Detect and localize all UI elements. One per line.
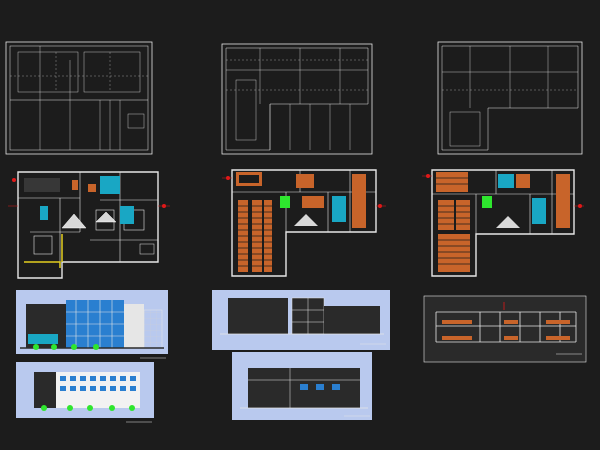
front-elevation (16, 290, 168, 359)
side-elevation-2 (232, 352, 372, 420)
site-plan-2 (221, 43, 373, 155)
axis-marker (378, 204, 382, 208)
stair-cyan (498, 174, 514, 188)
axis-marker (226, 176, 230, 180)
desk-lines (238, 205, 272, 267)
site-plan-3 (437, 41, 583, 155)
legend-box (139, 243, 155, 255)
building-mass (34, 372, 56, 408)
room-fill (24, 178, 60, 192)
building-mass (228, 298, 288, 334)
axis-marker (426, 174, 430, 178)
stair-cyan (120, 206, 134, 224)
floor-plan-second (422, 169, 584, 277)
window-pattern (60, 376, 136, 391)
building-mass (324, 306, 380, 334)
window (300, 384, 308, 390)
furniture (352, 174, 366, 228)
floor-plan-ground (8, 171, 170, 279)
section-furniture (442, 320, 570, 340)
furniture (556, 174, 570, 228)
window (316, 384, 324, 390)
floor-plan-first (222, 169, 386, 277)
furniture (72, 180, 78, 190)
stair-cyan (40, 206, 48, 220)
stair-cyan (100, 176, 120, 194)
side-elevation-1 (212, 290, 390, 350)
furniture (436, 172, 468, 192)
furniture (88, 184, 96, 192)
roof-triangle (294, 214, 318, 226)
stair-cyan (332, 196, 346, 222)
axis-marker (12, 178, 16, 182)
axis-marker (162, 204, 166, 208)
site-plan-1 (5, 41, 153, 155)
facade-wall (56, 372, 140, 408)
axis-marker (578, 204, 582, 208)
green-room (280, 196, 290, 208)
shrubs (41, 405, 135, 411)
green-room (482, 196, 492, 208)
desk-grid (438, 200, 470, 272)
roof-triangle (61, 213, 87, 229)
desk-lines (436, 177, 470, 265)
section (423, 295, 587, 363)
window-band (28, 334, 58, 344)
section-frame (423, 295, 587, 363)
table-outline (239, 175, 259, 183)
furniture (296, 174, 314, 188)
furniture (516, 174, 530, 188)
rear-elevation (16, 362, 154, 423)
roof-triangle (95, 211, 117, 223)
stair-cyan (532, 198, 546, 224)
wall (124, 304, 144, 348)
stone-wall (143, 309, 163, 349)
shrubs (33, 344, 99, 350)
furniture (302, 196, 324, 208)
roof-triangle (496, 216, 520, 228)
window (332, 384, 340, 390)
yellow-line (24, 234, 63, 268)
